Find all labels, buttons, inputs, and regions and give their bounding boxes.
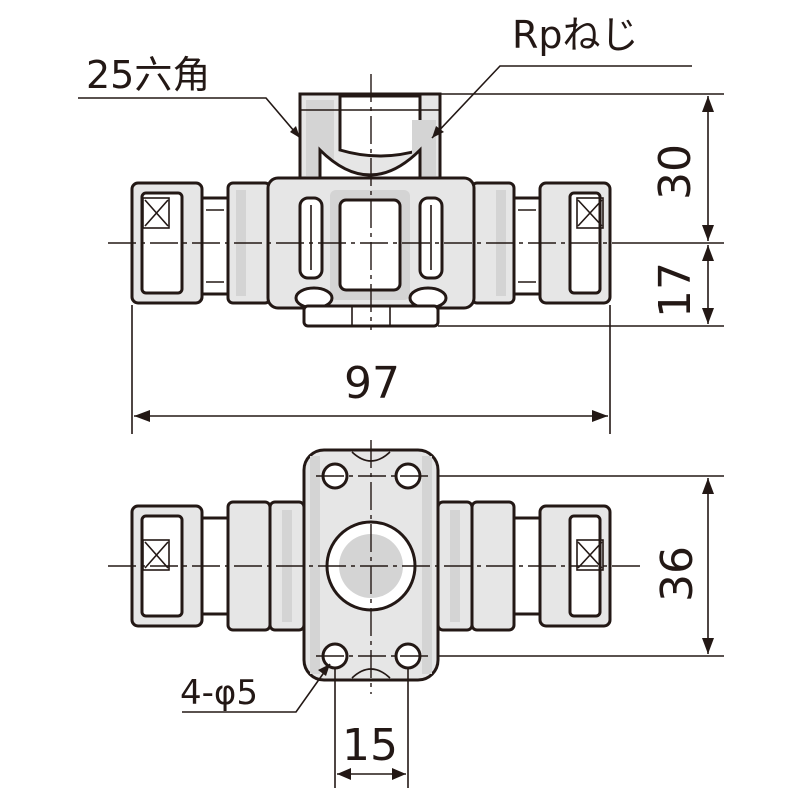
dim-30-label: 30 (650, 144, 701, 200)
dim-97-arrow-left (134, 410, 150, 422)
dim-97-arrow-right (592, 410, 608, 422)
dim-36-label: 36 (652, 546, 703, 602)
dim-15-arrow-right (392, 768, 406, 780)
front-view: 25六角 Rpねじ 30 17 97 (78, 13, 724, 434)
dim-30-arrow-top (702, 96, 714, 112)
holes-label: 4-φ5 (180, 673, 258, 713)
hex-leader-arrow (290, 126, 300, 138)
holes-leader-line (182, 663, 331, 713)
dim-97-label: 97 (344, 358, 400, 409)
dim-15-arrow-left (337, 768, 351, 780)
thread-label: Rpねじ (512, 13, 639, 57)
front-hex-port (298, 92, 442, 180)
thread-leader-arrow (432, 126, 444, 138)
dim-15-label: 15 (342, 720, 398, 771)
hex-label: 25六角 (86, 53, 210, 97)
dim-17-arrow-bottom (702, 308, 714, 324)
hex-leader-line (78, 97, 301, 139)
holes-leader-arrow (318, 664, 330, 676)
top-view: 36 4-φ5 15 (108, 440, 724, 788)
dim-36-arrow-bottom (702, 638, 714, 654)
dim-36-arrow-top (702, 478, 714, 494)
dim-17-label: 17 (650, 262, 701, 318)
dim-30-arrow-bottom (702, 225, 714, 241)
dim-17-arrow-top (702, 245, 714, 261)
thread-leader-line (431, 65, 692, 139)
